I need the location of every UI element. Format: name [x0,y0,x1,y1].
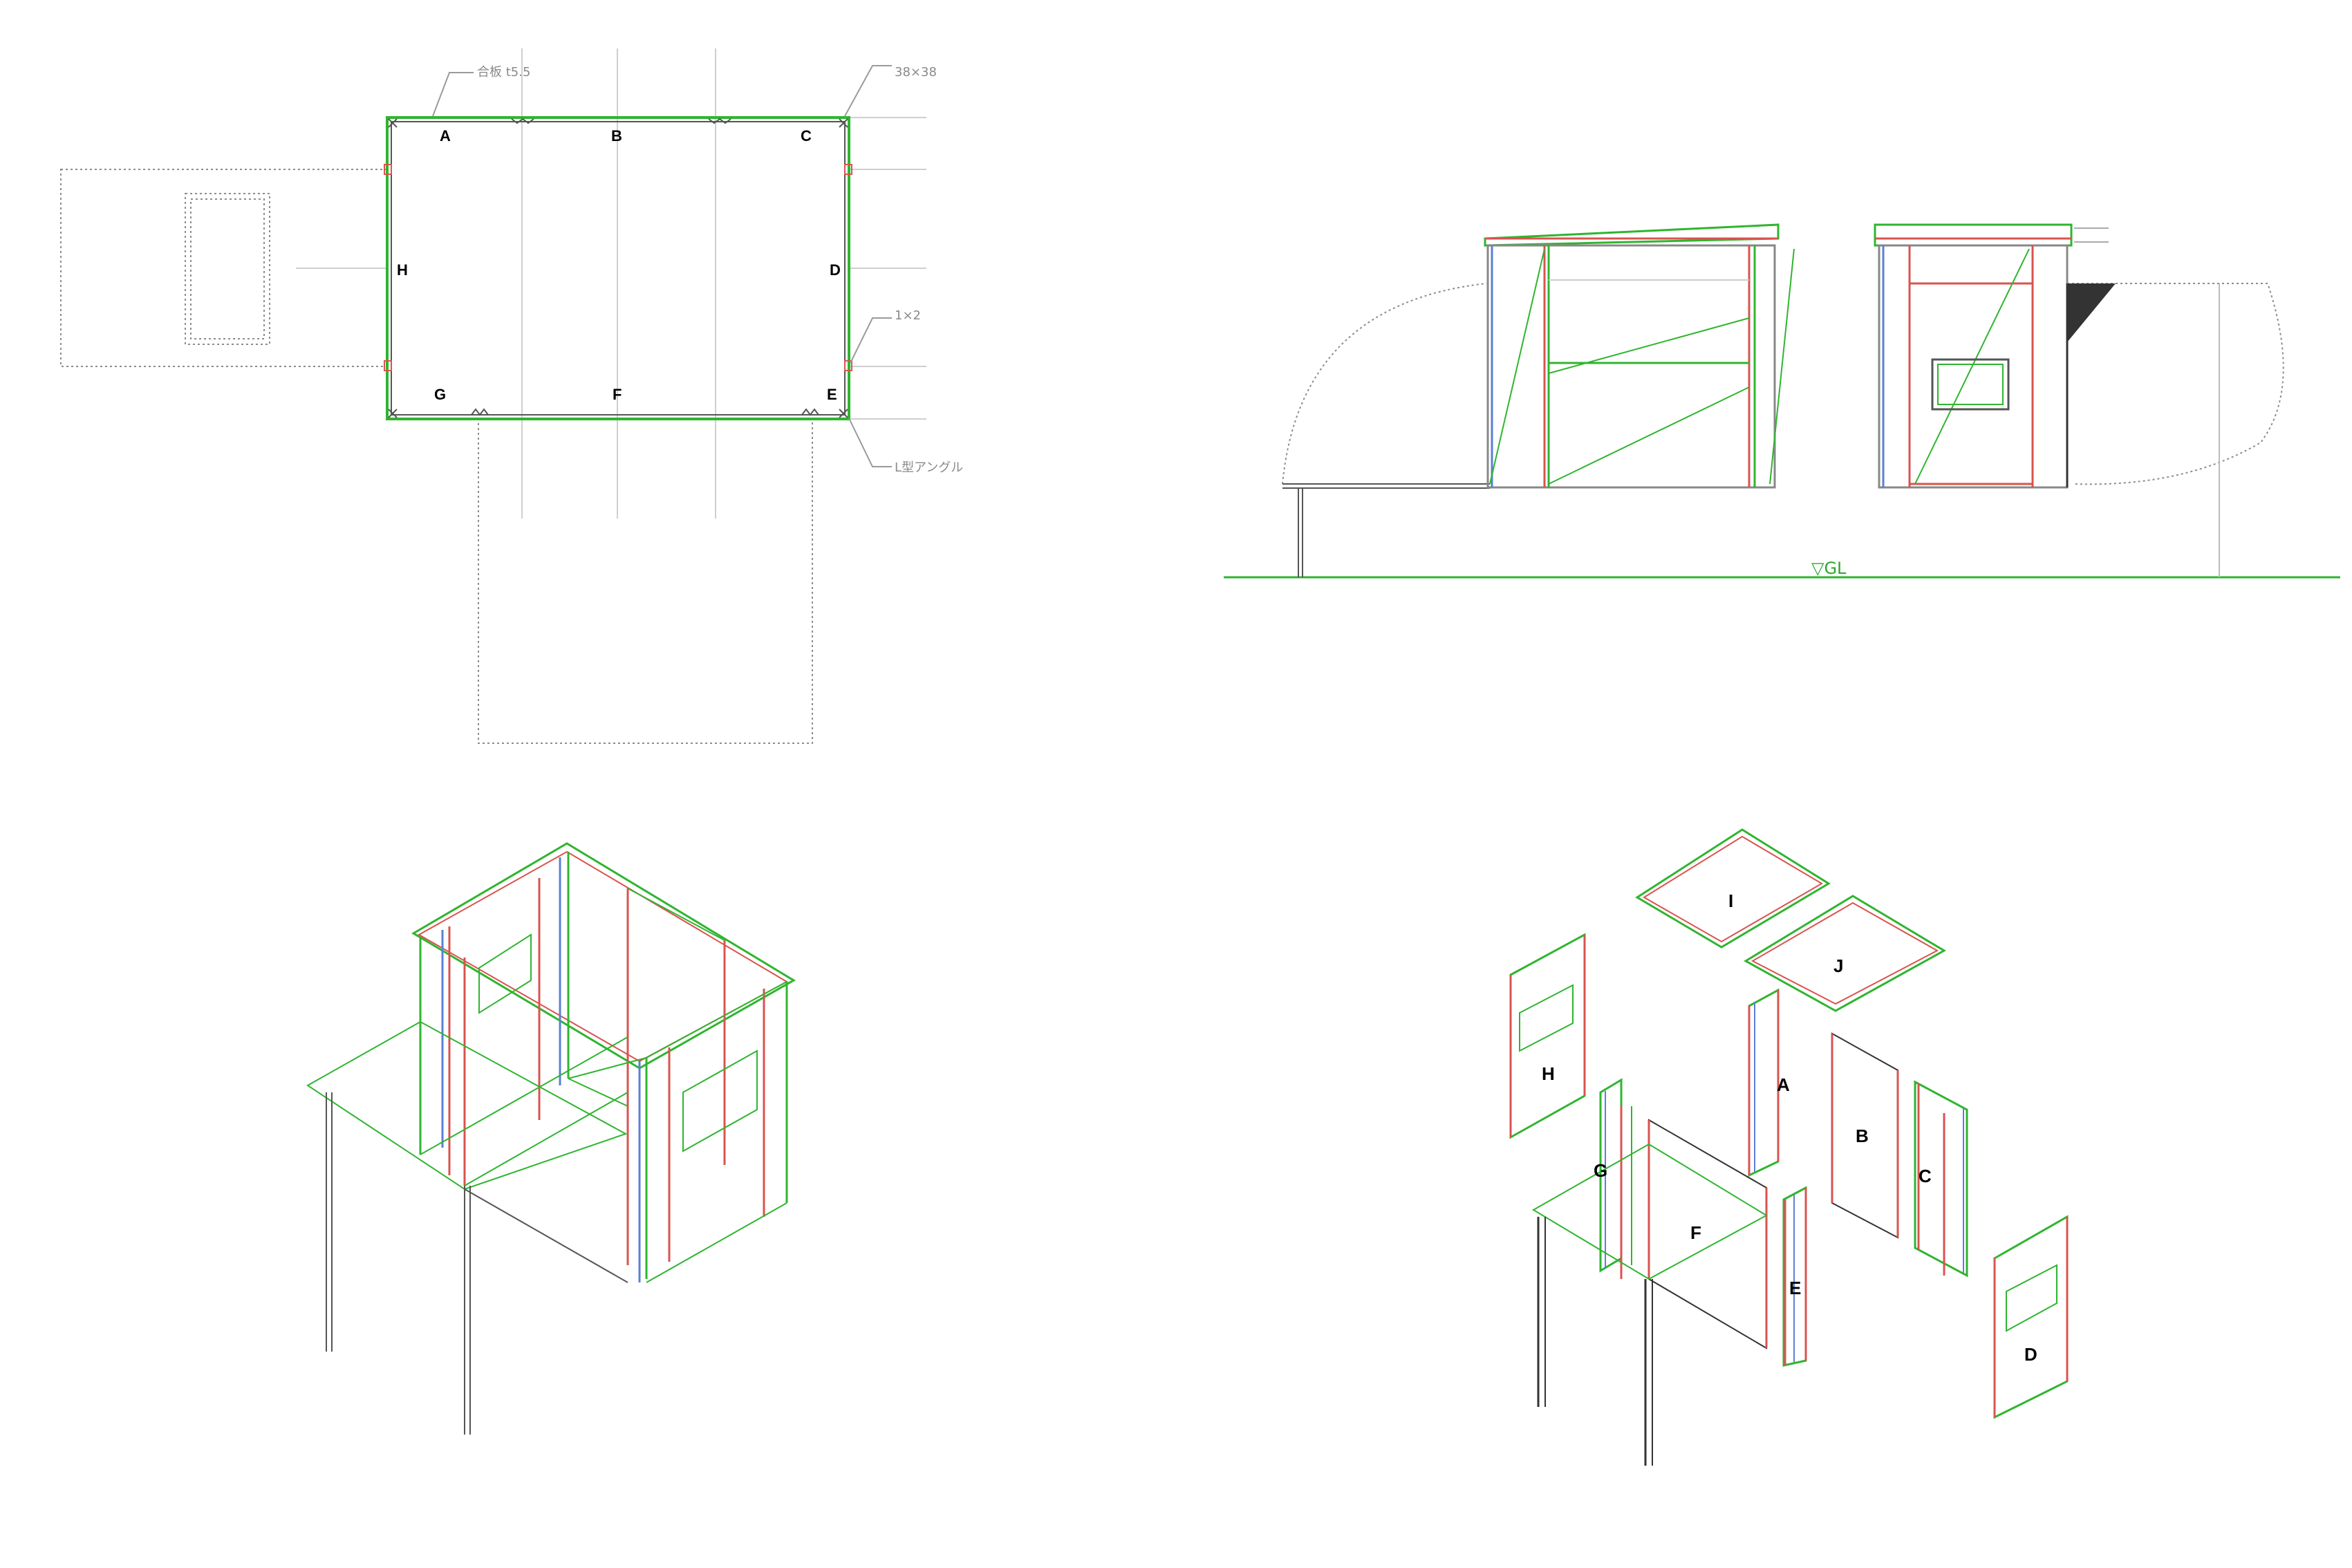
plan-label-h: H [397,261,408,279]
plan-label-b: B [611,127,622,144]
panel-label-j: J [1833,955,1843,976]
panel-label-h: H [1542,1063,1555,1084]
plan-label-c: C [801,127,812,144]
panel-label-d: D [2024,1344,2037,1365]
exploded-view: I J H A B C G F E D [1509,828,2069,1466]
room-outline [386,116,850,420]
panel-label-g: G [1594,1160,1607,1181]
angle-note: L型アングル [895,460,963,475]
panel-label-i: I [1728,890,1733,911]
panel-label-b: B [1856,1126,1869,1146]
panel-label-a: A [1777,1074,1790,1095]
panel-label-e: E [1789,1278,1801,1298]
ground-label: ▽GL [1811,559,1847,578]
plan-label-g: G [434,386,446,403]
batten-note: 1×2 [895,308,921,323]
plan-label-d: D [830,261,841,279]
plan-view: A B C D E F G H 合板 t5.5 38×38 1×2 L型アングル [60,48,963,744]
plywood-note: 合板 t5.5 [477,65,530,80]
isometric-view [306,842,796,1435]
panel-label-f: F [1690,1222,1701,1243]
plan-label-a: A [440,127,451,144]
elevation-view: ▽GL [1224,223,2340,579]
plan-label-f: F [613,386,622,403]
panel-label-c: C [1919,1166,1932,1186]
lumber-note: 38×38 [895,65,937,80]
plan-label-e: E [827,386,837,403]
